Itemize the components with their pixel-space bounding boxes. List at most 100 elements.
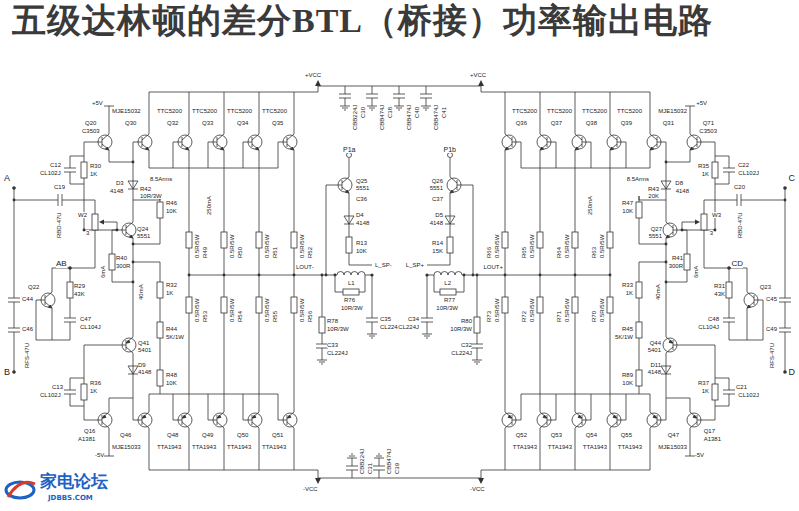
- part-label: R14: [432, 240, 443, 246]
- part-label: C32: [461, 342, 472, 348]
- part-label: 20K: [648, 193, 659, 199]
- part-label: RFS-47U: [769, 343, 775, 368]
- part-label: 5551: [430, 185, 443, 191]
- part-label: Q54: [586, 432, 597, 438]
- part-label: CBB474J: [379, 105, 385, 130]
- part-label: Q53: [551, 432, 562, 438]
- part-label: R54: [237, 311, 243, 322]
- part-label: R40: [116, 255, 127, 261]
- part-label: L_SP+: [406, 262, 424, 268]
- part-label: C33: [327, 342, 338, 348]
- part-label: C41: [441, 107, 447, 118]
- part-label: CL104J: [698, 324, 719, 330]
- part-label: 5K/1W: [166, 334, 184, 340]
- part-label: Q33: [202, 120, 213, 126]
- part-label: R44: [166, 326, 177, 332]
- part-label: Q24: [137, 226, 148, 232]
- part-label: C21: [736, 384, 747, 390]
- part-label: Q30: [125, 120, 136, 126]
- capacitor-symbol: [366, 89, 378, 103]
- part-label: 4148: [110, 188, 123, 194]
- part-label: L2: [444, 280, 451, 286]
- part-label: -5V: [95, 452, 104, 458]
- part-label: 43K: [714, 291, 725, 297]
- part-label: R51: [272, 247, 278, 258]
- part-label: R42: [140, 186, 151, 192]
- part-label: 0.5R/5W: [299, 299, 305, 322]
- part-label: 300R: [669, 263, 683, 269]
- part-label: 0.5R/5W: [194, 299, 200, 322]
- part-label: 4148: [430, 220, 443, 226]
- part-label: 0.5R/5W: [599, 299, 605, 322]
- part-label: +5V: [696, 100, 707, 106]
- part-label: TTA1943: [583, 444, 607, 450]
- part-label: C35: [380, 316, 391, 322]
- part-label: R71: [556, 311, 562, 322]
- part-label: 4148: [356, 220, 369, 226]
- part-label: R80: [461, 318, 472, 324]
- part-label: C3503: [699, 128, 717, 134]
- part-label: R70: [591, 311, 597, 322]
- part-label: CBB474J: [433, 105, 439, 130]
- part-label: W3: [712, 212, 721, 218]
- part-label: RFS-47U: [24, 343, 30, 368]
- part-label: 1K: [166, 290, 173, 296]
- part-label: 10K: [356, 248, 367, 254]
- part-label: C31: [367, 463, 373, 474]
- part-label: Q46: [120, 432, 131, 438]
- part-label: A: [4, 174, 10, 183]
- part-label: 250mA: [587, 196, 593, 215]
- part-label: R56: [307, 311, 313, 322]
- part-label: 0.5R/5W: [529, 235, 535, 258]
- part-label: 10K: [166, 208, 177, 214]
- capacitor-symbol: [393, 89, 405, 103]
- part-label: +VCC: [305, 72, 321, 78]
- part-label: 15K: [432, 248, 443, 254]
- part-label: 4148: [676, 188, 689, 194]
- part-label: -5V: [695, 452, 704, 458]
- part-label: Q16: [84, 428, 95, 434]
- watermark: JDBBS.COM: [48, 495, 93, 502]
- part-label: R52: [307, 247, 313, 258]
- ground-symbol: [367, 103, 377, 110]
- part-label: Q27: [651, 226, 662, 232]
- part-label: CL224J: [451, 350, 472, 356]
- part-label: -VCC: [303, 486, 318, 492]
- part-label: 8.5Arms: [627, 176, 649, 182]
- ground-symbol: [394, 103, 404, 110]
- part-label: Q35: [272, 120, 283, 126]
- part-label: C39: [394, 463, 400, 474]
- part-label: P1a: [343, 146, 355, 153]
- part-label: CD: [731, 260, 743, 268]
- part-label: C36: [356, 196, 367, 202]
- part-label: R65: [521, 247, 527, 258]
- part-label: 0.5R/5W: [194, 235, 200, 258]
- left-channel: [8, 80, 378, 484]
- part-label: +5V: [92, 100, 103, 106]
- supply-decoupling: [318, 86, 481, 478]
- part-label: D4: [356, 212, 364, 218]
- part-label: 6mA: [693, 266, 699, 278]
- part-label: P1b: [444, 146, 456, 153]
- part-label: R48: [166, 372, 177, 378]
- part-label: C47: [80, 316, 91, 322]
- part-label: CBB474J: [406, 105, 412, 130]
- part-label: D3: [116, 180, 124, 186]
- part-label: 0.5R/5W: [299, 235, 305, 258]
- part-label: Q51: [272, 432, 283, 438]
- part-label: CL224J: [327, 350, 348, 356]
- part-label: D9: [138, 362, 146, 368]
- part-label: TTC5200: [192, 108, 217, 114]
- part-label: Q32: [167, 120, 178, 126]
- part-label: A1381: [78, 436, 95, 442]
- part-label: Q52: [516, 432, 527, 438]
- part-label: Q49: [202, 432, 213, 438]
- part-label: R32: [166, 282, 177, 288]
- part-label: 0.5R/5W: [229, 299, 235, 322]
- part-label: Q20: [85, 120, 96, 126]
- watermark: 家电论坛: [40, 473, 108, 490]
- part-label: R30: [90, 163, 101, 169]
- part-label: Q47: [668, 432, 679, 438]
- capacitor-symbol: [420, 89, 432, 103]
- part-label: 5551: [356, 185, 369, 191]
